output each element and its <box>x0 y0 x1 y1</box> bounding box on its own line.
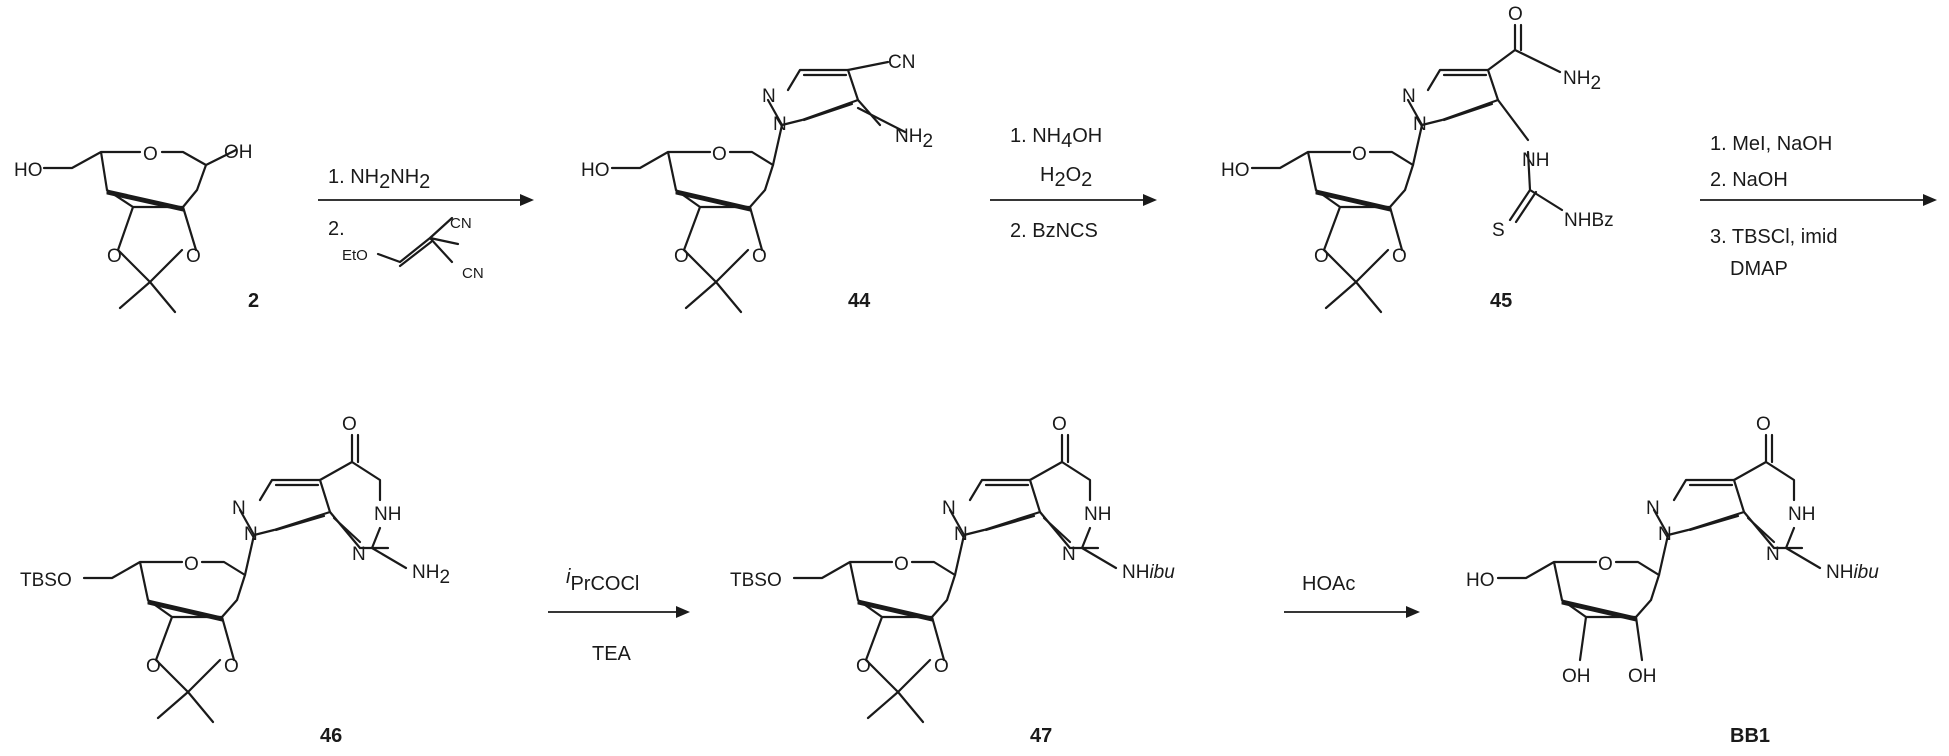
ring-oxygen-label: O <box>184 554 199 575</box>
compound-number-44: 44 <box>848 290 871 312</box>
r2-step1: 1. NH4OH <box>1010 125 1102 152</box>
r5-reagent-above: HOAc <box>1302 573 1355 595</box>
oh-label: OH <box>224 142 253 163</box>
reaction-step-2: 1. NH4OH H2O2 2. BzNCS <box>990 125 1157 242</box>
r3-step1: 1. MeI, NaOH <box>1710 133 1832 155</box>
acetonide-oxygen-2: O <box>1392 246 1407 267</box>
ring-oxygen-label: O <box>1598 554 1613 575</box>
carbonyl-oxygen-label: O <box>1508 4 1523 25</box>
tbso-label: TBSO <box>730 570 782 591</box>
compound-2: HO OH O O O 2 <box>14 142 259 312</box>
acetonide-oxygen-1: O <box>107 246 122 267</box>
r3-step3: 3. TBSCl, imid <box>1710 226 1837 248</box>
pyrazole-n2-label: N <box>762 86 776 107</box>
arrowhead-3 <box>1923 194 1937 206</box>
compound-number-47: 47 <box>1030 725 1052 747</box>
pyrazole-n2-label: N <box>1646 498 1660 519</box>
compound-number-bb1: BB1 <box>1730 725 1770 747</box>
r4-reagent-above: iPrCOCl <box>566 566 639 595</box>
acetonide-oxygen-2: O <box>224 656 239 677</box>
arrowhead-5 <box>1406 606 1420 618</box>
acetonide-oxygen-1: O <box>1314 246 1329 267</box>
carbonyl-oxygen-label: O <box>1756 414 1771 435</box>
r2-h2o2: H2O2 <box>1040 164 1092 191</box>
reaction-step-5: HOAc <box>1284 573 1420 618</box>
acetonide-oxygen-2: O <box>752 246 767 267</box>
r1-step1: 1. NH2NH2 <box>328 166 430 193</box>
thiourea-nh-label: NH <box>1522 150 1549 171</box>
compound-number-2: 2 <box>248 290 259 312</box>
ho-label: HO <box>1466 570 1495 591</box>
pyrimidine-n-label: N <box>1062 544 1076 565</box>
pyrazole-n2-label: N <box>942 498 956 519</box>
arrowhead-1 <box>520 194 534 206</box>
compound-47: O NH N NHibu N N TBSO O O O 47 <box>730 414 1175 747</box>
isobutyramide-label: NHibu <box>1122 562 1175 583</box>
reaction-step-1: 1. NH2NH2 2. CN CN EtO <box>318 166 534 282</box>
carbonyl-oxygen-label: O <box>342 414 357 435</box>
ho-label: HO <box>581 160 610 181</box>
r1-reagent-cn2: CN <box>462 265 484 282</box>
acetonide-oxygen-2: O <box>934 656 949 677</box>
carbonyl-oxygen-label: O <box>1052 414 1067 435</box>
lactam-nh-label: NH <box>1084 504 1111 525</box>
thione-sulfur-label: S <box>1492 220 1505 241</box>
ring-oxygen-label: O <box>712 144 727 165</box>
amino-label: NH2 <box>412 562 450 588</box>
ring-oxygen-label: O <box>894 554 909 575</box>
compound-45: O NH2 NH S NHBz N N HO O O O 45 <box>1221 4 1614 312</box>
amino-label: NH2 <box>895 126 933 152</box>
arrowhead-4 <box>676 606 690 618</box>
ring-oxygen-label: O <box>1352 144 1367 165</box>
nitrile-label: CN <box>888 52 915 73</box>
pyrazole-n1-label: N <box>1413 114 1427 135</box>
ho-label: HO <box>1221 160 1250 181</box>
ho-label: HO <box>14 160 43 181</box>
reaction-step-3: 1. MeI, NaOH 2. NaOH 3. TBSCl, imid DMAP <box>1700 133 1937 280</box>
compound-44: N N CN NH2 HO O O O 44 <box>581 52 933 312</box>
compound-46: O NH N NH2 N N TBSO O O O 46 <box>20 414 450 747</box>
nhbz-label: NHBz <box>1564 210 1614 231</box>
hydroxyl-label-1: OH <box>1562 666 1591 687</box>
acetonide-oxygen-1: O <box>856 656 871 677</box>
pyrimidine-n-label: N <box>1766 544 1780 565</box>
pyrimidine-n-label: N <box>352 544 366 565</box>
compound-bb1: O NH N NHibu N N HO O OH OH BB1 <box>1466 414 1879 747</box>
compound-number-45: 45 <box>1490 290 1512 312</box>
isobutyramide-label: NHibu <box>1826 562 1879 583</box>
r4-reagent-below: TEA <box>592 643 632 665</box>
r1-reagent-eto: EtO <box>342 247 368 264</box>
acetonide-oxygen-1: O <box>674 246 689 267</box>
r2-step2: 2. BzNCS <box>1010 220 1098 242</box>
r3-step2: 2. NaOH <box>1710 169 1788 191</box>
pyrazole-n1-label: N <box>954 524 968 545</box>
r3-step3-cont: DMAP <box>1730 258 1788 280</box>
r1-step2: 2. <box>328 218 345 240</box>
pyrazole-n2-label: N <box>1402 86 1416 107</box>
r1-reagent-cn1: CN <box>450 215 472 232</box>
reaction-step-4: iPrCOCl TEA <box>548 566 690 665</box>
acetonide-oxygen-2: O <box>186 246 201 267</box>
arrowhead-2 <box>1143 194 1157 206</box>
lactam-nh-label: NH <box>1788 504 1815 525</box>
amide-label: NH2 <box>1563 68 1601 94</box>
pyrazole-n2-label: N <box>232 498 246 519</box>
tbso-label: TBSO <box>20 570 72 591</box>
pyrazole-n1-label: N <box>1658 524 1672 545</box>
compound-number-46: 46 <box>320 725 342 747</box>
lactam-nh-label: NH <box>374 504 401 525</box>
hydroxyl-label-2: OH <box>1628 666 1657 687</box>
ring-oxygen-label: O <box>143 144 158 165</box>
acetonide-oxygen-1: O <box>146 656 161 677</box>
pyrazole-n1-label: N <box>244 524 258 545</box>
pyrazole-n1-label: N <box>773 114 787 135</box>
